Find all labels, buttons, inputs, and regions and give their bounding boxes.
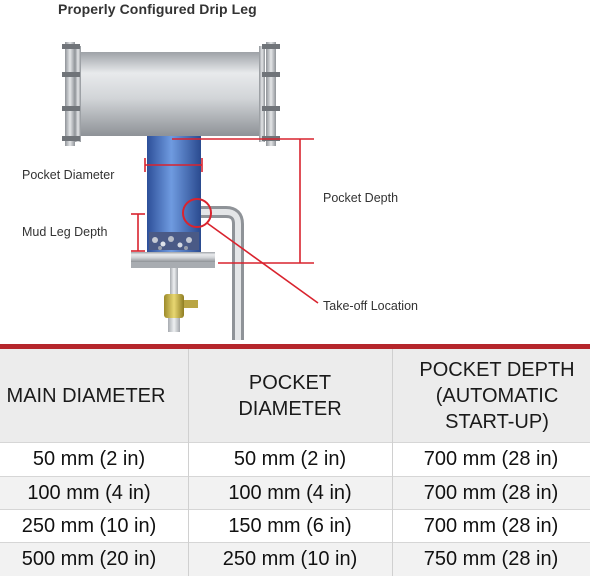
- table-header-row: [0, 349, 590, 442]
- row-divider: [0, 476, 590, 477]
- table-row: 250 mm (10 in) 150 mm (6 in) 700 mm (28 …: [0, 510, 590, 543]
- table-top-rule: [0, 344, 590, 349]
- label-takeoff-location: Take-off Location: [323, 299, 418, 313]
- main-pipe-left-flange: [65, 42, 75, 146]
- cell-pocket-depth: 700 mm (28 in): [423, 482, 559, 504]
- main-pipe-right-flange: [266, 42, 276, 146]
- pocket-bottom-flange: [131, 252, 215, 262]
- row-divider: [0, 542, 590, 543]
- takeoff-tube-highlight: [201, 209, 241, 340]
- row-divider: [0, 442, 590, 443]
- header-main-diameter: MAIN DIAMETER: [6, 384, 166, 407]
- label-mud-leg-depth: Mud Leg Depth: [22, 225, 108, 239]
- cell-pocket-diameter: 50 mm (2 in): [233, 448, 347, 470]
- pocket-bottom-flange-lower: [131, 262, 215, 268]
- drain-stem: [170, 268, 178, 294]
- mud-leg-depth-dimension: [131, 213, 145, 252]
- row-divider: [0, 509, 590, 510]
- cell-main-diameter: 100 mm (4 in): [27, 482, 151, 504]
- cell-pocket-diameter: 150 mm (6 in): [228, 515, 352, 537]
- table-row: 100 mm (4 in) 100 mm (4 in) 700 mm (28 i…: [0, 477, 590, 510]
- cell-main-diameter: 250 mm (10 in): [21, 515, 157, 537]
- cell-pocket-depth: 750 mm (28 in): [423, 548, 559, 570]
- pocket-diameter-dimension: [144, 158, 203, 172]
- cell-pocket-diameter: 100 mm (4 in): [228, 482, 352, 504]
- cell-pocket-diameter: 250 mm (10 in): [222, 548, 358, 570]
- cell-main-diameter: 50 mm (2 in): [32, 448, 146, 470]
- cell-pocket-depth: 700 mm (28 in): [423, 515, 559, 537]
- main-pipe-left-flange-inner: [75, 46, 81, 142]
- table-row: 50 mm (2 in) 50 mm (2 in) 700 mm (28 in): [0, 443, 590, 476]
- drain-valve: [164, 294, 184, 318]
- drain-valve-handle: [184, 300, 198, 308]
- drip-leg-illustration: [62, 42, 319, 340]
- column-divider: [188, 349, 189, 576]
- sediment: [149, 232, 199, 250]
- drip-leg-diagram: Properly Configured Drip Leg Pocket Diam…: [22, 1, 418, 340]
- drain-outlet: [168, 318, 180, 332]
- main-pipe: [78, 52, 262, 136]
- cell-main-diameter: 500 mm (20 in): [21, 548, 157, 570]
- diagram-title: Properly Configured Drip Leg: [58, 1, 257, 17]
- cell-pocket-depth: 700 mm (28 in): [423, 448, 559, 470]
- sizing-table: MAIN DIAMETER POCKET DIAMETER POCKET DEP…: [0, 344, 590, 576]
- main-pipe-right-flange-inner: [259, 46, 265, 142]
- label-pocket-diameter: Pocket Diameter: [22, 168, 115, 182]
- pocket-depth-dimension: [172, 138, 314, 264]
- table-row: 500 mm (20 in) 250 mm (10 in) 750 mm (28…: [0, 543, 590, 576]
- takeoff-location-marker: [182, 198, 212, 228]
- header-pocket-depth: POCKET DEPTH (AUTOMATIC START-UP): [419, 358, 575, 433]
- header-pocket-diameter: POCKET DIAMETER: [238, 371, 342, 420]
- column-divider: [392, 349, 393, 576]
- label-pocket-depth: Pocket Depth: [323, 191, 399, 205]
